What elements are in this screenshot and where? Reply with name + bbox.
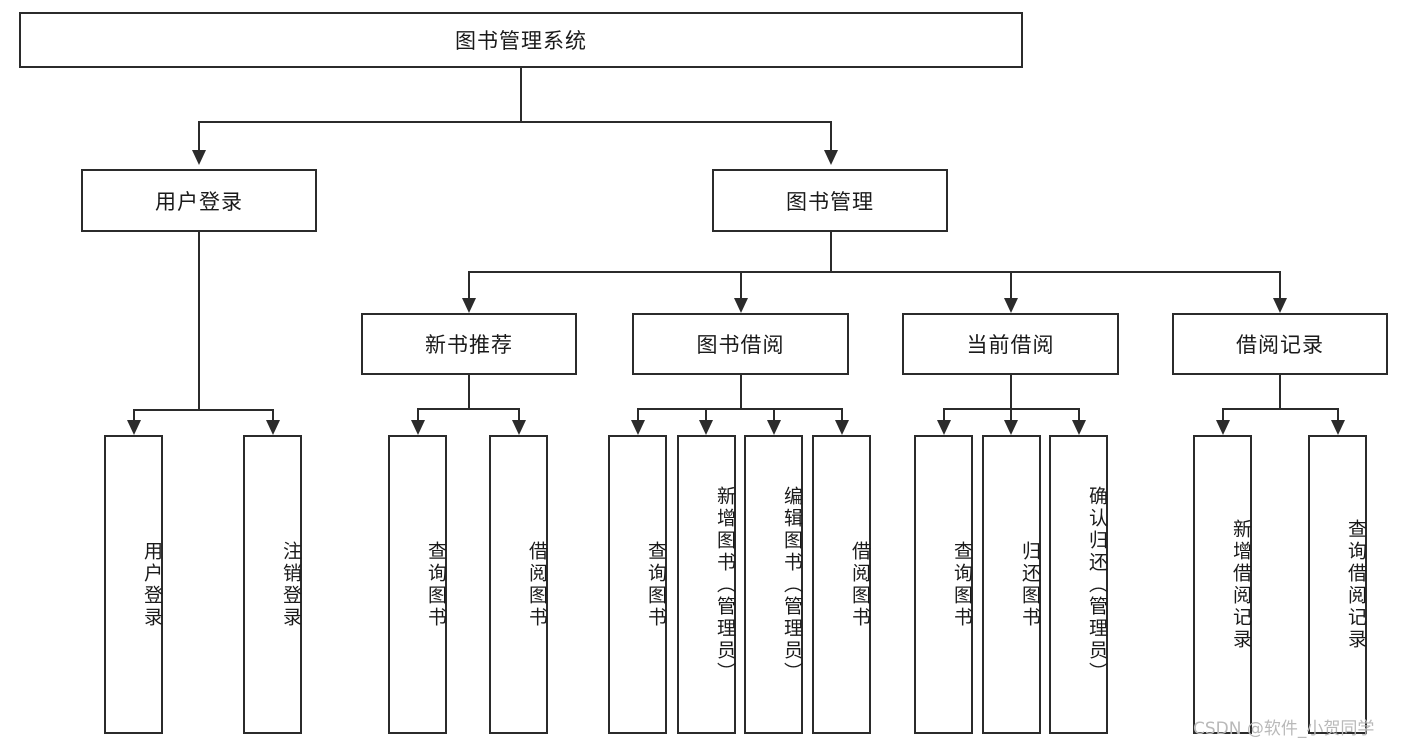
connector-user-login-trunk [198, 232, 200, 410]
connector-leaf-user-login [133, 409, 135, 425]
arrowhead-current-borrow [1004, 298, 1018, 313]
node-leaf-confirm-return-label: 确认归还（管理员） [1086, 485, 1108, 684]
node-leaf-query-book-3[interactable]: 查询图书 [914, 435, 973, 734]
connector-leaf-return-book [1010, 408, 1012, 425]
connector-book-borrow-bus [637, 408, 842, 410]
connector-to-borrow-record [1279, 271, 1281, 299]
node-leaf-add-book-label: 新增图书（管理员） [714, 485, 736, 684]
arrowhead-leaf-query-book-2 [631, 420, 645, 435]
arrowhead-leaf-edit-book [767, 420, 781, 435]
connector-to-book-borrow [740, 271, 742, 299]
arrowhead-book-borrow [734, 298, 748, 313]
connector-to-book-manage [830, 121, 832, 151]
connector-borrow-record-trunk [1279, 375, 1281, 409]
node-root-label: 图书管理系统 [455, 29, 587, 53]
node-leaf-logout[interactable]: 注销登录 [243, 435, 302, 734]
node-leaf-edit-book-label: 编辑图书（管理员） [781, 485, 803, 684]
connector-leaf-query-book-3 [943, 408, 945, 425]
arrowhead-leaf-add-record [1216, 420, 1230, 435]
connector-leaf-borrow-book-2 [841, 408, 843, 425]
node-leaf-return-book[interactable]: 归还图书 [982, 435, 1041, 734]
arrowhead-borrow-record [1273, 298, 1287, 313]
node-leaf-logout-label: 注销登录 [280, 540, 302, 629]
connector-current-borrow-trunk [1010, 375, 1012, 409]
node-leaf-borrow-book-1[interactable]: 借阅图书 [489, 435, 548, 734]
arrowhead-leaf-query-book-1 [411, 420, 425, 435]
node-new-book-recommend-label: 新书推荐 [425, 333, 513, 357]
node-leaf-edit-book[interactable]: 编辑图书（管理员） [744, 435, 803, 734]
node-leaf-query-book-3-label: 查询图书 [951, 540, 973, 629]
connector-level2-bus [198, 121, 832, 123]
arrowhead-leaf-logout [266, 420, 280, 435]
connector-leaf-query-record [1337, 408, 1339, 425]
connector-new-book-trunk [468, 375, 470, 409]
node-leaf-query-record[interactable]: 查询借阅记录 [1308, 435, 1367, 734]
node-root[interactable]: 图书管理系统 [19, 12, 1023, 68]
arrowhead-leaf-confirm-return [1072, 420, 1086, 435]
node-book-borrow-label: 图书借阅 [696, 333, 785, 357]
arrowhead-user-login [192, 150, 206, 165]
node-new-book-recommend[interactable]: 新书推荐 [361, 313, 577, 375]
node-leaf-borrow-book-2-label: 借阅图书 [849, 540, 871, 629]
arrowhead-leaf-borrow-book-2 [835, 420, 849, 435]
connector-new-book-bus [417, 408, 520, 410]
node-book-manage-label: 图书管理 [786, 189, 874, 214]
node-book-manage[interactable]: 图书管理 [712, 169, 948, 232]
node-leaf-query-book-1[interactable]: 查询图书 [388, 435, 447, 734]
connector-leaf-logout [272, 409, 274, 425]
node-user-login-label: 用户登录 [155, 189, 243, 214]
watermark: CSDN @软件_小贺同学 [1193, 719, 1375, 739]
node-borrow-record-label: 借阅记录 [1236, 333, 1324, 357]
connector-leaf-borrow-book-1 [518, 408, 520, 425]
arrowhead-leaf-return-book [1004, 420, 1018, 435]
node-borrow-record[interactable]: 借阅记录 [1172, 313, 1388, 375]
connector-book-borrow-trunk [740, 375, 742, 409]
connector-borrow-record-bus [1222, 408, 1338, 410]
arrowhead-leaf-add-book [699, 420, 713, 435]
node-leaf-query-book-1-label: 查询图书 [425, 540, 447, 629]
node-leaf-add-book[interactable]: 新增图书（管理员） [677, 435, 736, 734]
arrowhead-leaf-borrow-book-1 [512, 420, 526, 435]
arrowhead-leaf-user-login [127, 420, 141, 435]
arrowhead-new-book [462, 298, 476, 313]
arrowhead-leaf-query-book-3 [937, 420, 951, 435]
connector-to-current-borrow [1010, 271, 1012, 299]
node-leaf-query-book-2[interactable]: 查询图书 [608, 435, 667, 734]
connector-book-manage-trunk [830, 232, 832, 272]
node-book-borrow[interactable]: 图书借阅 [632, 313, 849, 375]
arrowhead-book-manage [824, 150, 838, 165]
connector-root-trunk [520, 68, 522, 122]
arrowhead-leaf-query-record [1331, 420, 1345, 435]
connector-leaf-edit-book [773, 408, 775, 425]
connector-leaf-add-record [1222, 408, 1224, 425]
node-leaf-borrow-book-2[interactable]: 借阅图书 [812, 435, 871, 734]
node-user-login[interactable]: 用户登录 [81, 169, 317, 232]
node-leaf-query-book-2-label: 查询图书 [645, 540, 667, 629]
connector-leaf-query-book-2 [637, 408, 639, 425]
node-leaf-borrow-book-1-label: 借阅图书 [526, 540, 548, 629]
node-current-borrow-label: 当前借阅 [966, 333, 1055, 357]
node-leaf-add-record[interactable]: 新增借阅记录 [1193, 435, 1252, 734]
connector-to-user-login [198, 121, 200, 151]
node-leaf-add-record-label: 新增借阅记录 [1230, 518, 1252, 651]
connector-to-new-book [468, 271, 470, 299]
node-leaf-user-login[interactable]: 用户登录 [104, 435, 163, 734]
connector-level3-bus [468, 271, 1280, 273]
node-leaf-confirm-return[interactable]: 确认归还（管理员） [1049, 435, 1108, 734]
connector-leaf-query-book-1 [417, 408, 419, 425]
connector-leaf-confirm-return [1078, 408, 1080, 425]
node-leaf-user-login-label: 用户登录 [141, 540, 163, 629]
node-leaf-query-record-label: 查询借阅记录 [1345, 518, 1367, 651]
node-current-borrow[interactable]: 当前借阅 [902, 313, 1119, 375]
node-leaf-return-book-label: 归还图书 [1019, 540, 1041, 629]
connector-user-login-bus [133, 409, 273, 411]
connector-leaf-add-book [705, 408, 707, 425]
